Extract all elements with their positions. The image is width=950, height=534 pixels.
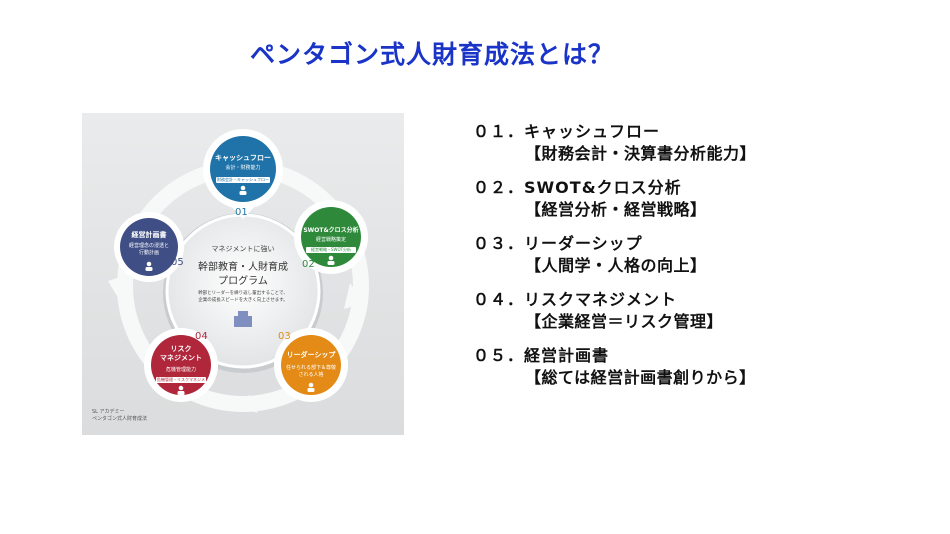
node4-label-line2: マネジメント — [160, 354, 202, 362]
node1-tag: 財務会計・キャッシュフロー — [217, 177, 269, 182]
item-heading: ０３．リーダーシップ — [473, 234, 643, 253]
center-title-line2: プログラム — [218, 276, 268, 287]
node5-sub-line2: 行動計画 — [138, 250, 159, 256]
item-sub: 【総ては経営計画書創りから】 — [525, 368, 756, 387]
item-sub: 【人間学・人格の向上】 — [525, 256, 707, 275]
cycle-arrow-icon — [344, 283, 365, 309]
node4-label-line1: リスク — [170, 345, 192, 353]
node1-tag-bar — [216, 177, 270, 183]
node5-label: 経営計画書 — [131, 231, 167, 239]
cycle-arrow-icon — [232, 395, 258, 413]
program-list: ０１．キャッシュフロー 【財務会計・決算書分析能力】 ０２．SWOT&クロス分析… — [473, 121, 756, 401]
node4-tag-bar — [156, 377, 206, 383]
item-heading: ０１．キャッシュフロー — [473, 122, 661, 141]
node3-number: 03 — [278, 331, 291, 342]
building-icon — [234, 311, 252, 327]
item-heading: ０４．リスクマネジメント — [473, 290, 678, 309]
item-sub: 【企業経営＝リスク管理】 — [525, 312, 724, 331]
node1-disc — [210, 136, 276, 202]
center-desc-line1: 幹部とリーダーを繰り返し輩出することで、 — [198, 291, 288, 296]
node4-number: 04 — [195, 331, 208, 342]
page-title: ペンタゴン式人財育成法とは？ — [249, 40, 614, 69]
list-item: ０１．キャッシュフロー 【財務会計・決算書分析能力】 — [473, 121, 756, 165]
node4-tag: 危機管理・リスクマネジメント — [157, 377, 205, 388]
list-item: ０２．SWOT&クロス分析 【経営分析・経営戦略】 — [473, 177, 756, 221]
node5-sub-line1: 経営理念の浸透と — [128, 243, 169, 249]
diagram-graphics — [108, 129, 369, 413]
cycle-arrow-icon — [108, 275, 126, 301]
node3-sub: 任せられる部下＆尊敬される人格 — [286, 365, 337, 378]
node5-disc — [120, 218, 178, 276]
node2-sub: 経営戦略策定 — [315, 237, 346, 243]
item-heading: ０５．経営計画書 — [473, 346, 610, 365]
node1-pointer — [226, 201, 260, 219]
item-sub: 【経営分析・経営戦略】 — [525, 200, 707, 219]
item-sub: 【財務会計・決算書分析能力】 — [525, 144, 757, 163]
person-icon — [145, 185, 335, 395]
node2-tag: 経営戦略・SWOT分析 — [310, 247, 352, 252]
center-desc-line2: 企業の成長スピードを大きく向上させます。 — [198, 298, 288, 303]
node2-tag-bar — [306, 247, 356, 253]
pentagon-diagram: キャッシュフロー 会計・財務能力 財務会計・キャッシュフロー 01 SWOT&ク… — [82, 113, 404, 435]
diagram-credit: SL アカデミー ペンタゴン式人財育成法 — [92, 409, 147, 423]
list-item: ０４．リスクマネジメント 【企業経営＝リスク管理】 — [473, 289, 756, 333]
item-heading: ０２．SWOT&クロス分析 — [473, 178, 682, 197]
center-tag: マネジメントに強い — [211, 245, 275, 253]
node1-sub: 会計・財務能力 — [225, 165, 261, 171]
node4-sub: 危機管理能力 — [165, 367, 196, 373]
list-item: ０５．経営計画書 【総ては経営計画書創りから】 — [473, 345, 756, 389]
node1-label: キャッシュフロー — [215, 154, 271, 162]
center-title-line1: 幹部教育・人財育成 — [198, 262, 288, 273]
node5-number: 05 — [171, 257, 184, 268]
node2-label: SWOT&クロス分析 — [303, 227, 359, 234]
credit-line1: SL アカデミー — [92, 409, 125, 415]
node1-number: 01 — [235, 207, 248, 218]
list-item: ０３．リーダーシップ 【人間学・人格の向上】 — [473, 233, 756, 277]
node3-disc — [281, 335, 341, 395]
credit-line2: ペンタゴン式人財育成法 — [92, 416, 148, 422]
node3-label: リーダーシップ — [286, 351, 336, 359]
node2-number: 02 — [302, 259, 315, 270]
